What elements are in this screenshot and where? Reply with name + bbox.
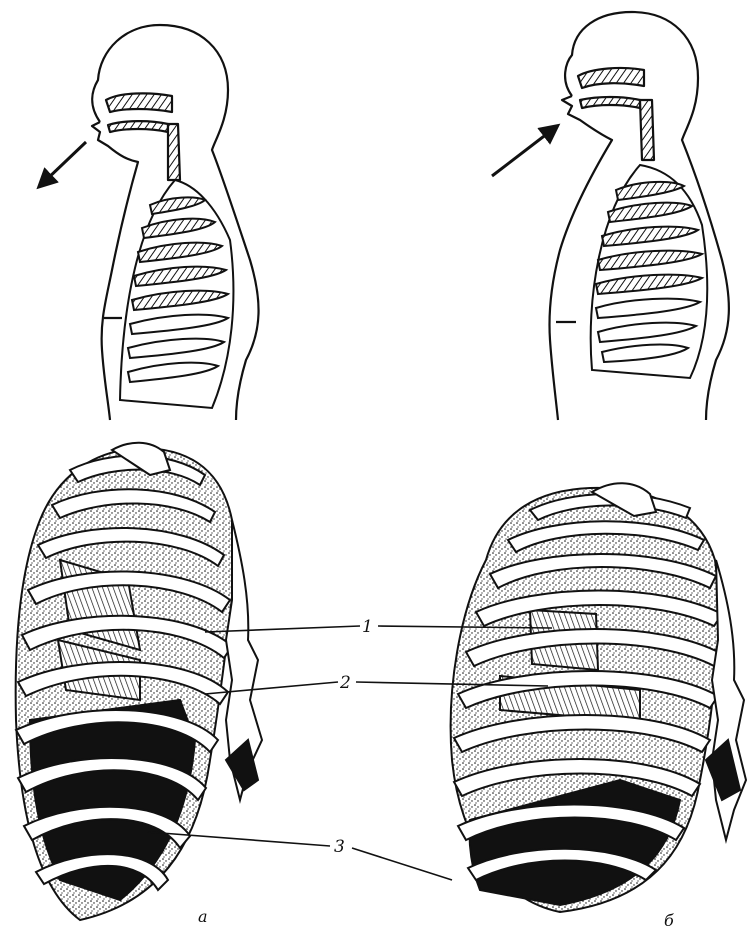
panel-label-a: а: [198, 907, 208, 926]
trachea-inhale: [640, 100, 654, 160]
label-3: 3: [334, 837, 345, 857]
ribcage-detail-b: [451, 483, 746, 912]
leader-2-left: [205, 682, 338, 694]
oral-cavity-inhale: [578, 68, 644, 88]
airflow-in-arrow: [492, 130, 552, 176]
panel-label-b: б: [664, 911, 674, 930]
label-2: 2: [339, 673, 351, 693]
airflow-out-arrow: [44, 142, 86, 182]
label-1: 1: [362, 617, 373, 637]
oral-cavity-exhale: [106, 93, 172, 112]
trachea-exhale: [168, 124, 180, 180]
ribcage-inhale: [591, 165, 708, 378]
ribcage-detail-a: [16, 443, 262, 920]
ribcage-exhale: [120, 180, 233, 408]
leader-3-right: [352, 848, 452, 880]
